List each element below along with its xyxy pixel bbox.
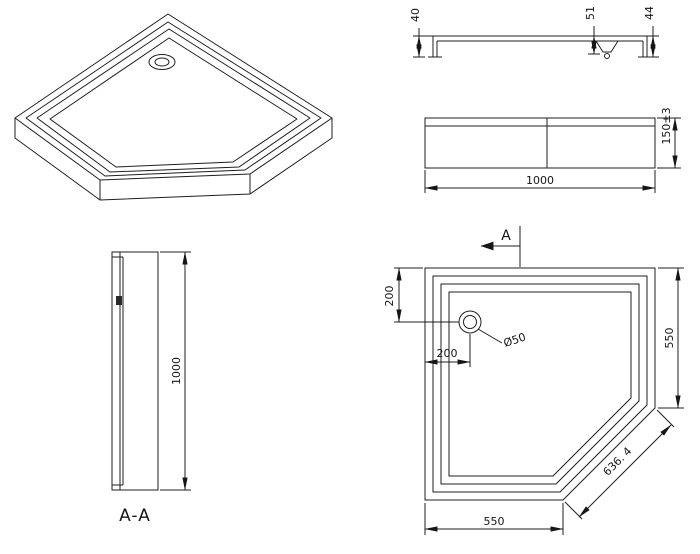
rim-profile-section-view: 40 51 44 — [409, 6, 659, 59]
dim-bottom-edge-label: 550 — [484, 515, 505, 528]
side-elevation-view: 1000 150±3 — [424, 107, 681, 193]
dim-top-offset-label: 200 — [383, 286, 396, 307]
dim-51-label: 51 — [584, 6, 597, 20]
plan-view: Ø50 A 200 200 550 550 636. 4 — [383, 226, 684, 535]
drain-inner-ellipse — [154, 57, 170, 67]
dim-right-edge-label: 550 — [663, 328, 676, 349]
profile-right-end — [638, 36, 652, 58]
tray-rim-outer-line — [25, 21, 322, 177]
profile-drain-recess — [595, 40, 619, 53]
dim-left-offset-label: 200 — [437, 347, 458, 360]
section-marker-label: A — [501, 228, 511, 244]
dim-diag-line — [578, 424, 672, 518]
drain-leader-line — [477, 328, 503, 344]
tray-outer-edge — [14, 13, 333, 181]
plan-drain-outer — [458, 310, 482, 334]
section-drain-detail — [116, 296, 122, 305]
dim-section-height-label: 1000 — [170, 357, 183, 385]
section-aa-view: 1000 A-A — [111, 251, 191, 526]
dim-height-label: 150±3 — [660, 107, 673, 144]
profile-left-end — [428, 36, 442, 58]
tray-rim-inner-line — [36, 28, 311, 173]
plan-drain-inner — [463, 315, 477, 329]
drain-diameter-label: Ø50 — [502, 330, 528, 349]
dim-diagonal-label: 636. 4 — [601, 445, 635, 479]
profile-surface-lines — [433, 35, 647, 42]
tray-base-edges — [14, 118, 333, 201]
tray-floor-edge — [49, 37, 298, 168]
dim-width-label: 1000 — [526, 174, 554, 187]
dim-40-extension-lines — [413, 28, 433, 58]
drain-outer-ellipse — [148, 54, 176, 70]
dim-44-label: 44 — [643, 6, 656, 20]
drain-icon — [458, 310, 482, 334]
section-outline — [111, 251, 159, 491]
elevation-outline — [424, 117, 656, 169]
drain-icon — [148, 54, 176, 70]
profile-drain-circle — [604, 53, 610, 59]
dim-40-label: 40 — [409, 8, 422, 22]
isometric-view — [14, 13, 333, 201]
section-inner-lines — [112, 252, 124, 490]
section-title: A-A — [119, 506, 151, 526]
elevation-detail-lines — [425, 118, 655, 168]
